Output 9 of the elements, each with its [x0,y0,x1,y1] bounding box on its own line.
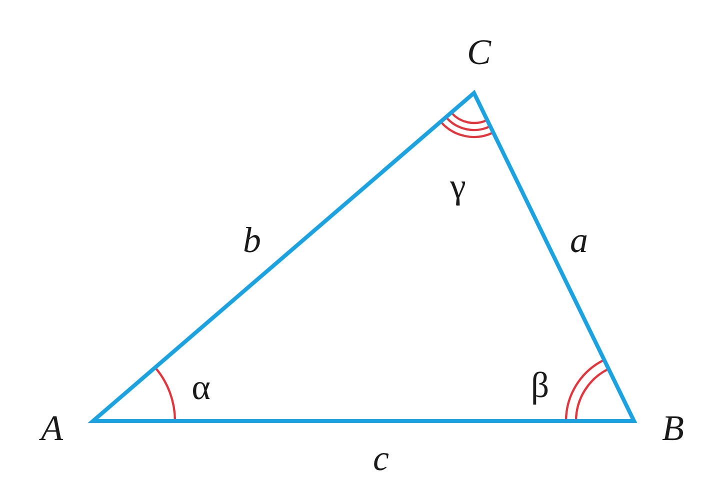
vertex-label: C [467,34,491,70]
vertex-label: B [662,410,684,446]
angle-label: γ [450,168,466,204]
angle-label: α [192,369,210,405]
angle-label: β [530,367,550,403]
vertex-label: A [41,410,63,446]
side-label: c [373,440,389,476]
side-label: a [570,222,588,258]
side-label: b [243,222,261,258]
